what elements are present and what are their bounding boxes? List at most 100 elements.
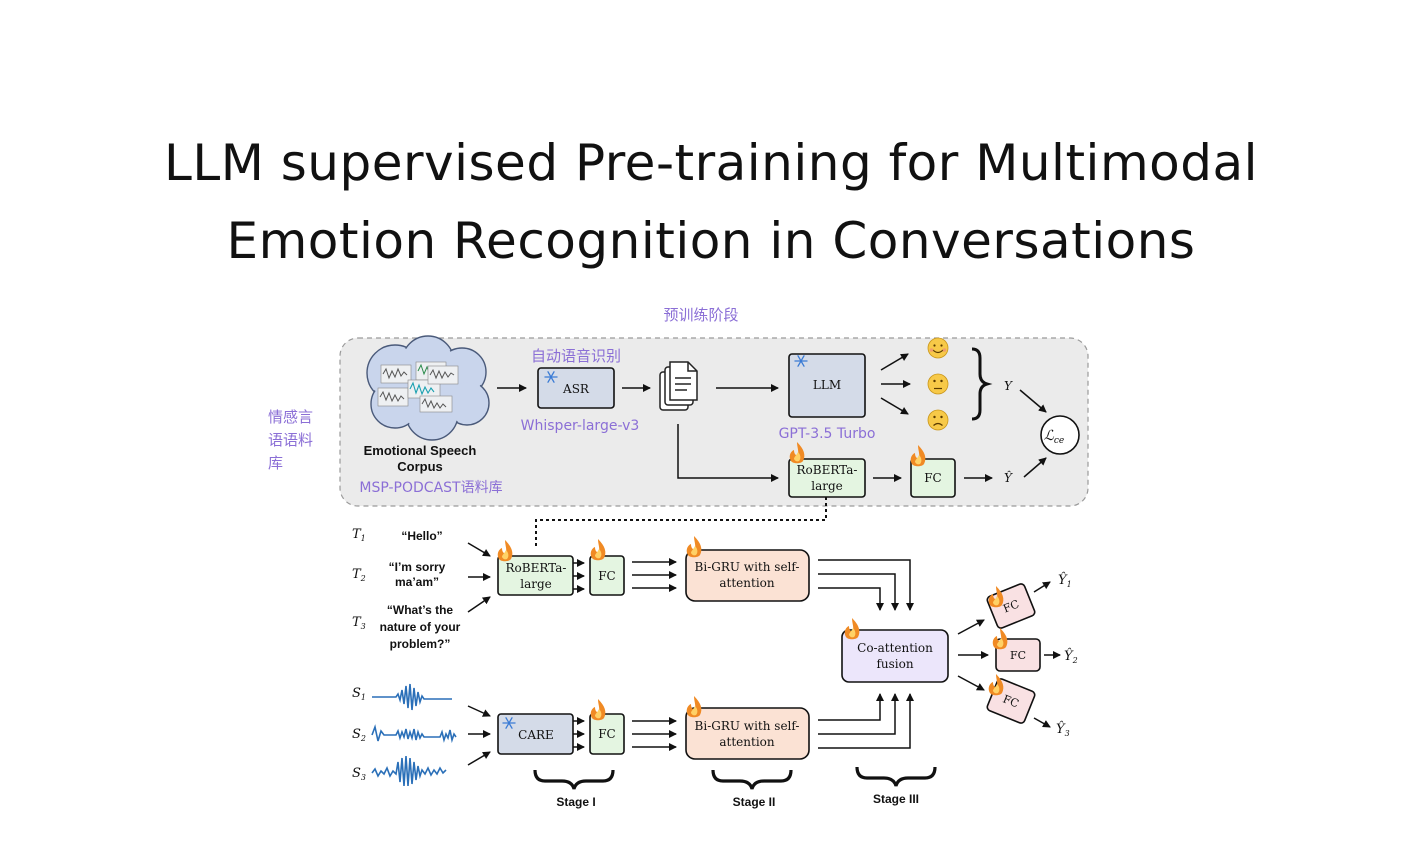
svg-text:Co-attention: Co-attention xyxy=(857,641,933,655)
arrows-care-fc xyxy=(573,717,585,751)
stage-1-label: Stage I xyxy=(556,795,595,809)
slide-title-line-2: Emotion Recognition in Conversations xyxy=(226,212,1196,270)
corpus-title: Emotional Speech Corpus xyxy=(364,443,477,474)
arrows-roberta-fc xyxy=(573,559,585,593)
coattention-fusion-box xyxy=(841,629,949,683)
svg-text:FC: FC xyxy=(1010,649,1026,662)
svg-text:S3: S3 xyxy=(352,766,366,782)
svg-text:RoBERTa-: RoBERTa- xyxy=(797,463,858,477)
svg-text:库: 库 xyxy=(268,454,283,472)
svg-text:“Hello”: “Hello” xyxy=(401,529,442,543)
llm-box-label: LLM xyxy=(813,378,841,392)
sad-emoji-icon xyxy=(927,409,949,431)
arrow-fc3-y3 xyxy=(1033,717,1051,728)
target-y-label: Y xyxy=(1004,379,1013,393)
waveform-s3-icon xyxy=(371,755,447,787)
svg-text:“I’m sorry: “I’m sorry xyxy=(389,560,446,574)
text-fc-box xyxy=(589,555,625,596)
corpus-cn-label: 情感言 语语料 库 xyxy=(268,408,313,472)
arrow-llm-happy xyxy=(880,353,909,371)
svg-text:“What’s the: “What’s the xyxy=(387,603,454,617)
arrow-s3-care xyxy=(467,751,491,766)
neutral-emoji-icon xyxy=(927,373,949,395)
speech-input-s3: S3 xyxy=(352,766,366,782)
asr-model-name: Whisper-large-v3 xyxy=(521,418,640,434)
output-y3-label: Ŷ3 xyxy=(1056,721,1070,738)
output-fc-3: FC xyxy=(986,678,1036,724)
speech-fc-box xyxy=(589,713,625,755)
text-input-t1: T1 “Hello” xyxy=(352,527,443,543)
cloud-icon xyxy=(366,335,490,441)
svg-text:S1: S1 xyxy=(352,686,366,702)
waveform-s1-icon xyxy=(372,683,452,711)
svg-text:S2: S2 xyxy=(352,727,366,743)
speech-bigru-label: Bi-GRU with self- attention xyxy=(695,719,800,749)
weight-transfer-dotted-line xyxy=(535,497,827,548)
prediction-yhat-label: Ŷ xyxy=(1004,470,1013,485)
output-y1-label: Ŷ1 xyxy=(1058,572,1072,589)
trainable-flame-icon xyxy=(686,536,702,558)
svg-text:Corpus: Corpus xyxy=(397,459,443,474)
loss-label: ℒce xyxy=(1044,428,1064,446)
arrow-t1-roberta xyxy=(467,542,491,557)
arrow-t3-roberta xyxy=(467,596,491,613)
care-label: CARE xyxy=(518,728,554,742)
svg-text:large: large xyxy=(811,479,843,493)
pretrain-fc-label: FC xyxy=(924,471,942,485)
pretrain-roberta-label: RoBERTa- large xyxy=(797,463,858,493)
stage-3-label: Stage III xyxy=(873,792,919,806)
corpus-name: MSP-PODCAST语料库 xyxy=(359,480,502,496)
svg-text:T2: T2 xyxy=(352,567,366,583)
waveform-s2-icon xyxy=(371,724,457,744)
arrow-fc1-y1 xyxy=(1033,581,1051,593)
stage-brace-3 xyxy=(855,766,937,787)
arrow-llm-sad xyxy=(880,397,909,415)
loss-circle xyxy=(1040,415,1080,455)
trainable-flame-icon xyxy=(844,618,860,640)
documents-icon xyxy=(659,361,698,411)
llm-box xyxy=(788,353,866,418)
svg-text:T1: T1 xyxy=(352,527,366,543)
svg-text:nature of your: nature of your xyxy=(380,620,461,634)
trainable-flame-icon xyxy=(590,539,606,561)
arrows-fc-bigru-speech xyxy=(632,717,677,751)
stage-brace-2 xyxy=(711,769,793,790)
svg-text:FC: FC xyxy=(1001,692,1021,710)
text-fc-label: FC xyxy=(598,569,616,583)
coattention-fusion-label: Co-attention fusion xyxy=(857,641,933,671)
pretrain-stage-label: 预训练阶段 xyxy=(663,306,738,324)
arrow-doc-roberta xyxy=(677,424,779,482)
arrow-s1-care xyxy=(467,705,491,717)
smiling-emoji-icon xyxy=(927,337,949,359)
arrow-yhat-loss xyxy=(1023,457,1047,478)
svg-text:情感言: 情感言 xyxy=(268,408,313,426)
svg-text:attention: attention xyxy=(719,735,775,749)
trainable-flame-icon xyxy=(686,696,702,718)
stage-2-label: Stage II xyxy=(733,795,776,809)
text-input-t3: T3 “What’s the nature of your problem?” xyxy=(352,603,461,651)
svg-text:problem?”: problem?” xyxy=(390,637,451,651)
asr-box xyxy=(537,367,615,409)
asr-cn-label: 自动语音识别 xyxy=(531,347,621,365)
speech-input-s1: S1 xyxy=(352,686,366,702)
main-roberta-label: RoBERTa- large xyxy=(506,561,567,591)
speech-input-s2: S2 xyxy=(352,727,366,743)
text-bigru-box xyxy=(685,549,810,602)
output-fc-2: FC xyxy=(995,638,1041,672)
svg-text:Bi-GRU with self-: Bi-GRU with self- xyxy=(695,560,800,574)
arrow-coatt-fc3 xyxy=(957,675,985,691)
output-y2-label: Ŷ2 xyxy=(1064,648,1078,665)
svg-text:attention: attention xyxy=(719,576,775,590)
pretrain-panel xyxy=(339,337,1089,507)
arrow-coatt-fc1 xyxy=(957,619,985,635)
slide-title-line-1: LLM supervised Pre-training for Multimod… xyxy=(163,134,1259,192)
svg-text:fusion: fusion xyxy=(876,657,913,671)
trainable-flame-icon xyxy=(497,540,513,562)
svg-text:语语料: 语语料 xyxy=(268,431,313,449)
pretrain-fc-box xyxy=(910,458,956,498)
svg-text:Emotional Speech: Emotional Speech xyxy=(364,443,477,458)
svg-text:ma’am”: ma’am” xyxy=(395,575,439,589)
asr-box-label: ASR xyxy=(562,382,590,396)
speech-bigru-box xyxy=(685,707,810,760)
